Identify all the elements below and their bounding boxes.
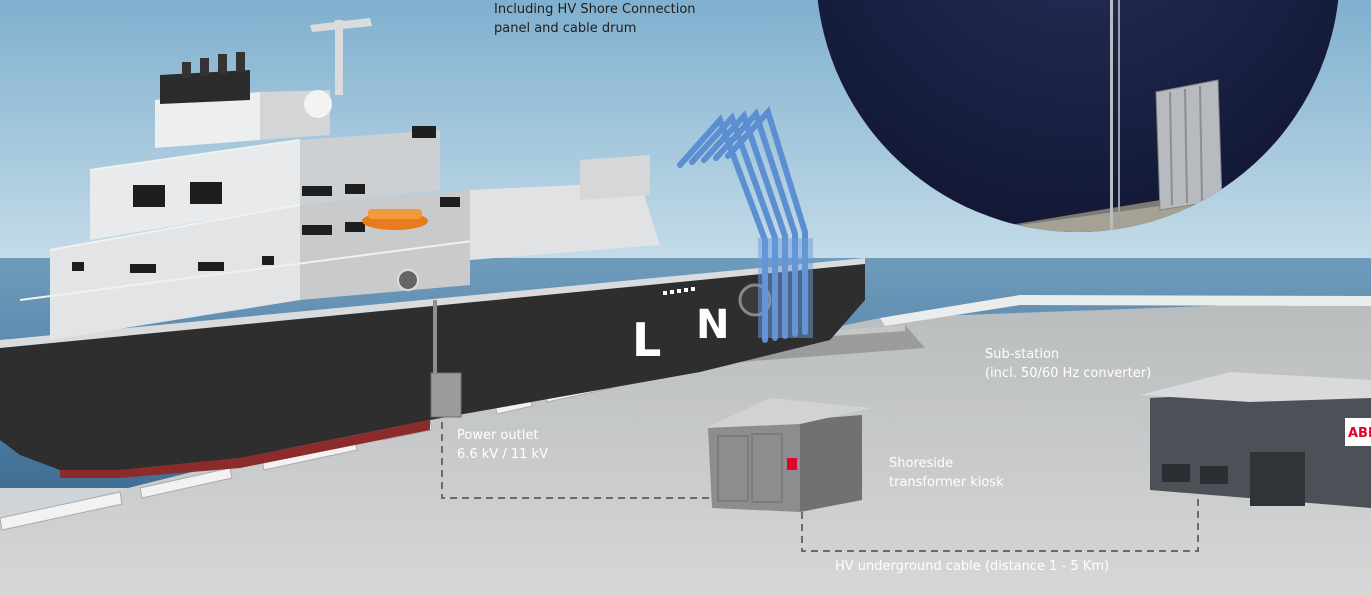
hv-cable-label-line1: HV underground cable (distance 1 - 5 Km) <box>835 559 1110 574</box>
lng-carrier-ship: L N <box>0 18 865 478</box>
power-outlet-label-line2: 6.6 kV / 11 kV <box>457 447 548 462</box>
ship-hull <box>0 262 865 470</box>
hv-shore-connection-panel <box>1155 79 1223 211</box>
ship-equipment-label: Including HV Shore Connection panel and … <box>494 0 696 38</box>
quay-railing <box>880 295 1371 326</box>
transformer-kiosk-label: Shoreside transformer kiosk <box>889 454 1004 492</box>
substation-sign: ABB <box>1348 426 1371 441</box>
ship-equipment-label-line1: Including HV Shore Connection <box>494 2 696 17</box>
power-outlet-label-line1: Power outlet <box>457 428 539 443</box>
kiosk-warning-sign <box>787 458 797 470</box>
transformer-kiosk <box>705 398 872 512</box>
substation-label: Sub-station (incl. 50/60 Hz converter) <box>985 345 1151 383</box>
cable-drum <box>397 269 419 291</box>
hv-cable-route <box>441 422 1199 552</box>
transformer-kiosk-label-line1: Shoreside <box>889 456 954 471</box>
power-outlet-cabinet <box>430 372 462 418</box>
hull-letter-n: N <box>696 302 729 348</box>
quay <box>0 300 1371 596</box>
power-outlet-label: Power outlet 6.6 kV / 11 kV <box>457 426 548 464</box>
substation-building: ABB <box>1140 372 1371 508</box>
transformer-kiosk-label-line2: transformer kiosk <box>889 475 1004 490</box>
ship-equipment-label-line2: panel and cable drum <box>494 21 637 36</box>
hv-cable-label: HV underground cable (distance 1 - 5 Km) <box>835 557 1109 576</box>
substation-label-line2: (incl. 50/60 Hz converter) <box>985 366 1152 381</box>
hull-letter-l: L <box>632 313 661 367</box>
substation-label-line1: Sub-station <box>985 347 1060 362</box>
